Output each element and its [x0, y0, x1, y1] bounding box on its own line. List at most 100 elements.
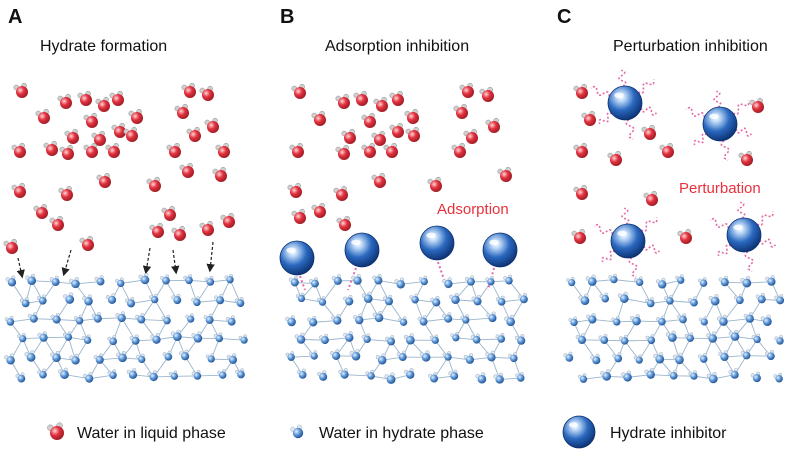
perturbation-label: Perturbation — [679, 180, 761, 197]
liquid-water-molecule — [374, 97, 388, 112]
hydrate-water-molecule — [319, 334, 329, 344]
liquid-water-molecule — [12, 183, 26, 198]
perturbation-chain — [619, 70, 626, 86]
liquid-water-molecule — [167, 143, 181, 158]
hydrate-water-molecule — [404, 333, 415, 344]
hydrate-water-molecule — [609, 274, 618, 283]
hydrate-water-molecule — [58, 368, 69, 379]
hydrate-water-molecule — [765, 350, 774, 360]
hydrate-water-molecule — [717, 315, 727, 326]
hydrate-water-molecule — [20, 297, 30, 307]
hydrate-water-molecule — [719, 276, 729, 286]
liquid-water-molecule — [129, 109, 143, 124]
hydrate-inhibitor-sphere — [483, 233, 517, 267]
perturbation-chain — [638, 80, 654, 93]
liquid-water-molecule — [750, 98, 764, 113]
hydrate-water-molecule — [756, 293, 766, 303]
hydrate-water-molecule — [630, 314, 641, 325]
panel-b-title: Adsorption inhibition — [325, 38, 469, 56]
hydrate-water-molecule — [430, 296, 440, 306]
hydrate-water-molecule — [37, 369, 46, 379]
hydrate-water-molecule — [309, 278, 319, 288]
liquid-water-molecule — [97, 173, 111, 188]
attachment-arrow — [173, 250, 176, 272]
hydrate-water-molecule — [752, 334, 761, 343]
hydrate-water-molecule — [214, 333, 223, 343]
hydrate-water-molecule — [38, 331, 48, 341]
liquid-water-molecule — [336, 94, 350, 109]
liquid-water-molecule — [362, 113, 376, 128]
hydrate-water-molecule — [149, 294, 158, 303]
hydrate-water-molecule — [343, 331, 353, 342]
perturbation-chain — [591, 87, 609, 97]
hydrate-water-molecule — [307, 316, 317, 326]
hydrate-water-molecule — [765, 275, 775, 285]
liquid-water-molecule — [96, 97, 110, 112]
hydrate-water-molecule — [309, 350, 318, 359]
hydrate-inhibitor-sphere — [703, 107, 737, 141]
hydrate-water-molecule — [718, 351, 728, 362]
perturbation-chain — [599, 113, 612, 124]
hydrate-water-molecule — [192, 370, 201, 380]
legend-liquid-water-icon — [47, 423, 64, 440]
hydrate-water-molecule — [150, 333, 160, 344]
hydrate-water-molecule — [668, 370, 677, 380]
hydrate-water-molecule — [125, 297, 135, 307]
perturbation-chain — [629, 258, 637, 278]
liquid-water-molecule — [362, 143, 376, 158]
liquid-water-molecule — [384, 143, 398, 158]
liquid-water-molecule — [106, 143, 120, 158]
hydrate-water-molecule — [496, 333, 505, 343]
hydrate-water-molecule — [397, 351, 407, 361]
hydrate-water-molecule — [428, 372, 438, 382]
hydrate-water-molecule — [579, 294, 590, 305]
hydrate-water-molecule — [451, 332, 460, 341]
hydrate-water-molecule — [515, 372, 524, 382]
hydrate-water-molecule — [775, 335, 784, 344]
hydrate-water-molecule — [163, 351, 172, 361]
panel-c-title: Perturbation inhibition — [613, 38, 768, 56]
hydrate-water-molecule — [204, 314, 214, 324]
hydrate-water-molecule — [317, 371, 327, 381]
hydrate-water-molecule — [362, 292, 373, 303]
perturbation-chain — [622, 208, 629, 224]
legend-hydrate-water-icon — [290, 425, 303, 438]
liquid-water-molecule — [4, 239, 18, 254]
liquid-water-molecule — [221, 213, 235, 228]
liquid-water-molecule — [739, 151, 753, 166]
hydrate-water-molecule — [353, 314, 363, 325]
hydrate-water-molecule — [689, 370, 698, 379]
liquid-water-molecule — [175, 104, 189, 119]
hydrate-water-molecule — [613, 352, 623, 362]
hydrate-water-molecule — [51, 313, 61, 323]
hydrate-water-molecule — [92, 312, 102, 322]
hydrate-water-molecule — [653, 352, 664, 363]
liquid-water-molecule — [80, 236, 94, 251]
hydrate-water-molecule — [4, 354, 14, 365]
liquid-water-molecule — [187, 127, 201, 142]
liquid-water-molecule — [342, 129, 356, 144]
hydrate-water-molecule — [139, 273, 150, 284]
hydrate-water-molecule — [751, 372, 761, 382]
hydrate-water-molecule — [576, 334, 586, 345]
hydrate-water-molecule — [729, 330, 739, 341]
hydrate-water-molecule — [383, 295, 393, 305]
hydrate-water-molecule — [664, 295, 673, 305]
perturbation-chain — [626, 120, 634, 140]
hydrate-water-molecule — [192, 297, 201, 306]
liquid-water-molecule — [454, 104, 468, 119]
liquid-water-molecule — [213, 167, 227, 182]
liquid-water-molecule — [84, 143, 98, 158]
hydrate-water-molecule — [395, 278, 405, 289]
liquid-water-molecule — [312, 111, 326, 126]
hydrate-water-molecule — [179, 350, 189, 360]
hydrate-water-molecule — [464, 354, 474, 364]
hydrate-water-molecule — [350, 350, 361, 361]
hydrate-water-molecule — [37, 295, 46, 305]
liquid-water-molecule — [50, 216, 64, 231]
hydrate-water-molecule — [494, 373, 504, 384]
hydrate-water-molecule — [566, 277, 575, 286]
hydrate-water-molecule — [169, 371, 178, 380]
hydrate-water-molecule — [295, 333, 306, 344]
attachment-arrow — [210, 242, 213, 270]
